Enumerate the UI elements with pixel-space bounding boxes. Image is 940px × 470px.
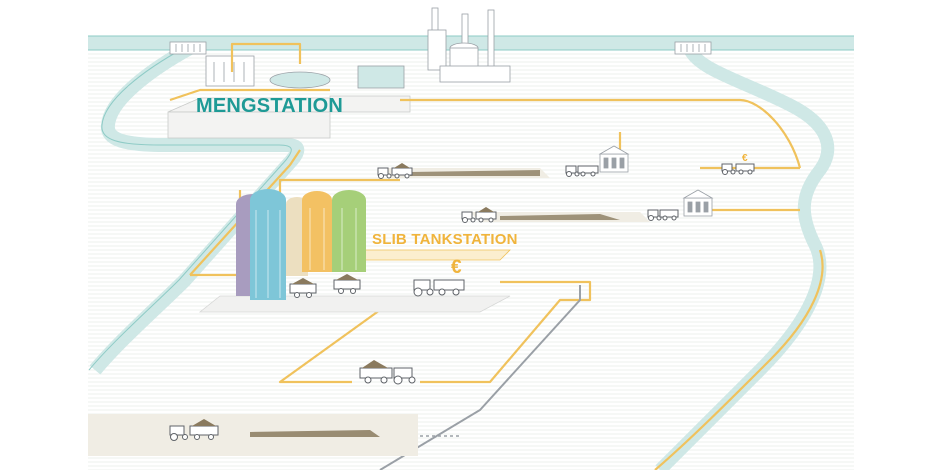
- tractor-icon: [565, 165, 580, 177]
- road: [379, 285, 581, 470]
- field-band: [88, 414, 418, 456]
- tractor-icon: [377, 167, 392, 179]
- trailer-icon: [391, 163, 413, 179]
- tankstation-platform: [198, 295, 511, 313]
- farm-building-icon: [682, 189, 714, 217]
- field-band: [380, 168, 550, 178]
- silo-icon: [250, 189, 286, 300]
- mengstation-building: [167, 95, 411, 139]
- tractor-icon: [721, 163, 736, 175]
- tractor-icon: [461, 211, 476, 223]
- trailer-icon: [659, 209, 679, 221]
- bridge-icon: [674, 41, 712, 55]
- trailer-icon: [433, 279, 465, 296]
- silo-icon: [302, 191, 332, 272]
- field-band: [470, 212, 650, 222]
- transport-routes: [169, 42, 824, 470]
- silo-icon: [332, 190, 366, 272]
- euro-icon: €: [742, 153, 748, 164]
- trailer-icon: [735, 163, 755, 175]
- euro-icon: €: [451, 257, 462, 278]
- trailer-icon: [333, 274, 361, 294]
- tractor-icon: [393, 367, 416, 385]
- factory-icon: [205, 7, 511, 89]
- trailer-icon: [189, 419, 219, 440]
- trailer-icon: [475, 207, 497, 223]
- trailer-icon: [289, 278, 317, 298]
- trailer-icon: [359, 360, 393, 384]
- farm-building-icon: [598, 145, 630, 173]
- trailer-icon: [577, 165, 599, 177]
- bridge-icon: [169, 41, 207, 55]
- mengstation-label: MENGSTATION: [196, 95, 344, 117]
- tractor-icon: [169, 425, 188, 441]
- tractor-icon: [413, 279, 434, 297]
- tankstation-label: SLIB TANKSTATION: [372, 231, 518, 248]
- tankstation-roof: [359, 249, 511, 261]
